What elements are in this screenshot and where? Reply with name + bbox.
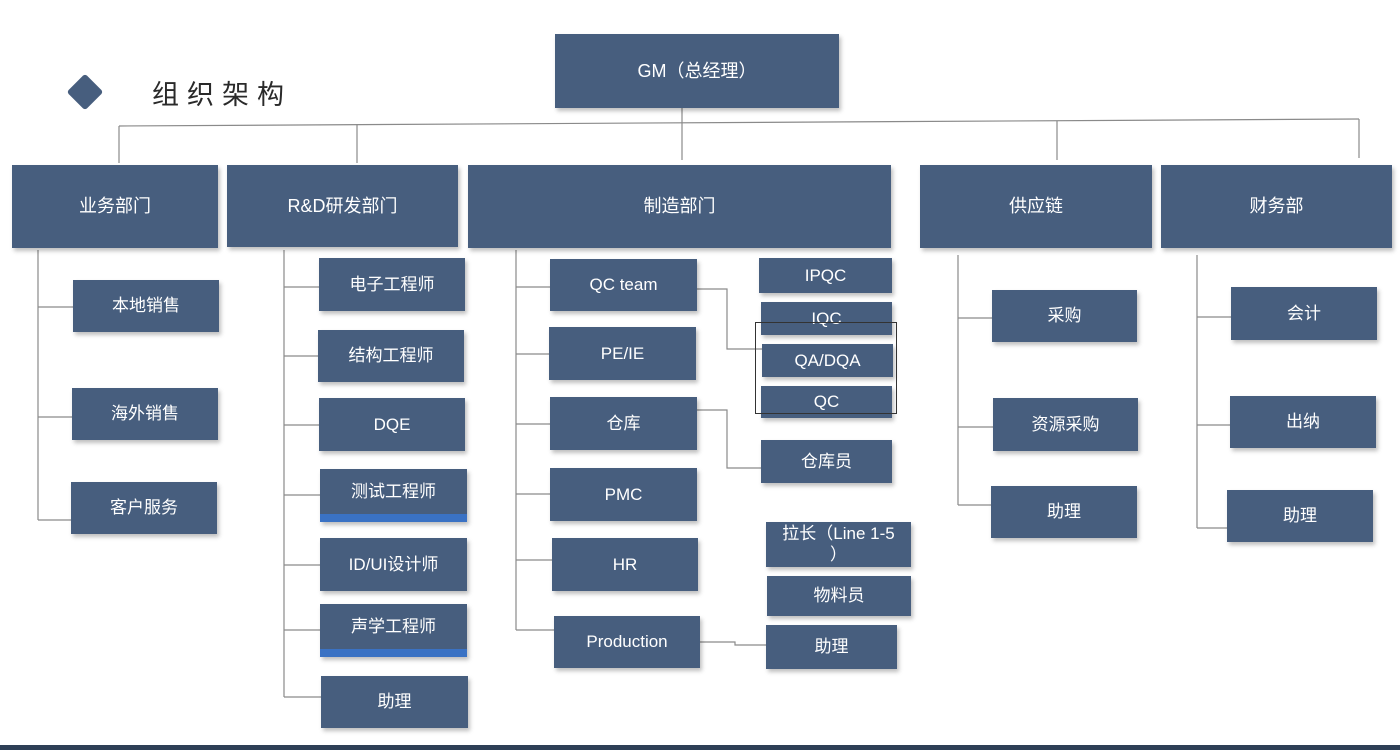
dept-supply-chain[interactable]: 供应链 bbox=[920, 165, 1152, 248]
rd-item-acoustic[interactable]: 声学工程师 bbox=[320, 604, 467, 657]
bottom-rule bbox=[0, 745, 1400, 750]
dept-rd[interactable]: R&D研发部门 bbox=[227, 165, 458, 247]
qc-sub-iqc[interactable]: IQC bbox=[761, 302, 892, 335]
finance-item-accounting[interactable]: 会计 bbox=[1231, 287, 1377, 340]
qc-sub-ipqc[interactable]: IPQC bbox=[759, 258, 892, 293]
mfg-item-qc-team[interactable]: QC team bbox=[550, 259, 697, 311]
rd-item-structural[interactable]: 结构工程师 bbox=[318, 330, 464, 382]
qc-sub-qa-dqa[interactable]: QA/DQA bbox=[762, 344, 893, 377]
rd-item-assistant[interactable]: 助理 bbox=[321, 676, 468, 728]
production-sub-line-leader[interactable]: 拉长（Line 1-5 ） bbox=[766, 522, 911, 567]
mfg-item-production[interactable]: Production bbox=[554, 616, 700, 668]
sales-item-overseas[interactable]: 海外销售 bbox=[72, 388, 218, 440]
sales-item-local[interactable]: 本地销售 bbox=[73, 280, 219, 332]
selection-frame bbox=[755, 322, 897, 414]
page-title-group: 组织架构 bbox=[66, 72, 292, 112]
mfg-item-hr[interactable]: HR bbox=[552, 538, 698, 591]
mfg-item-pmc[interactable]: PMC bbox=[550, 468, 697, 521]
dept-finance[interactable]: 财务部 bbox=[1161, 165, 1392, 248]
dept-manufacturing[interactable]: 制造部门 bbox=[468, 165, 891, 248]
sales-item-customer-service[interactable]: 客户服务 bbox=[71, 482, 217, 534]
production-sub-material[interactable]: 物料员 bbox=[767, 576, 911, 616]
qc-sub-qc[interactable]: QC bbox=[761, 386, 892, 418]
supply-item-sourcing[interactable]: 资源采购 bbox=[993, 398, 1138, 451]
finance-item-assistant[interactable]: 助理 bbox=[1227, 490, 1373, 542]
supply-item-assistant[interactable]: 助理 bbox=[991, 486, 1137, 538]
warehouse-sub-staff[interactable]: 仓库员 bbox=[761, 440, 892, 483]
mfg-item-warehouse[interactable]: 仓库 bbox=[550, 397, 697, 450]
dept-sales[interactable]: 业务部门 bbox=[12, 165, 218, 248]
supply-item-purchasing[interactable]: 采购 bbox=[992, 290, 1137, 342]
rd-item-test[interactable]: 测试工程师 bbox=[320, 469, 467, 522]
rd-item-id-ui[interactable]: ID/UI设计师 bbox=[320, 538, 467, 591]
diamond-icon bbox=[66, 73, 104, 111]
rd-item-electronics[interactable]: 电子工程师 bbox=[319, 258, 465, 311]
gm-box[interactable]: GM（总经理） bbox=[555, 34, 839, 108]
rd-item-dqe[interactable]: DQE bbox=[319, 398, 465, 451]
mfg-item-pe-ie[interactable]: PE/IE bbox=[549, 327, 696, 380]
production-sub-assistant[interactable]: 助理 bbox=[766, 625, 897, 669]
page-title: 组织架构 bbox=[152, 79, 292, 111]
finance-item-cashier[interactable]: 出纳 bbox=[1230, 396, 1376, 448]
